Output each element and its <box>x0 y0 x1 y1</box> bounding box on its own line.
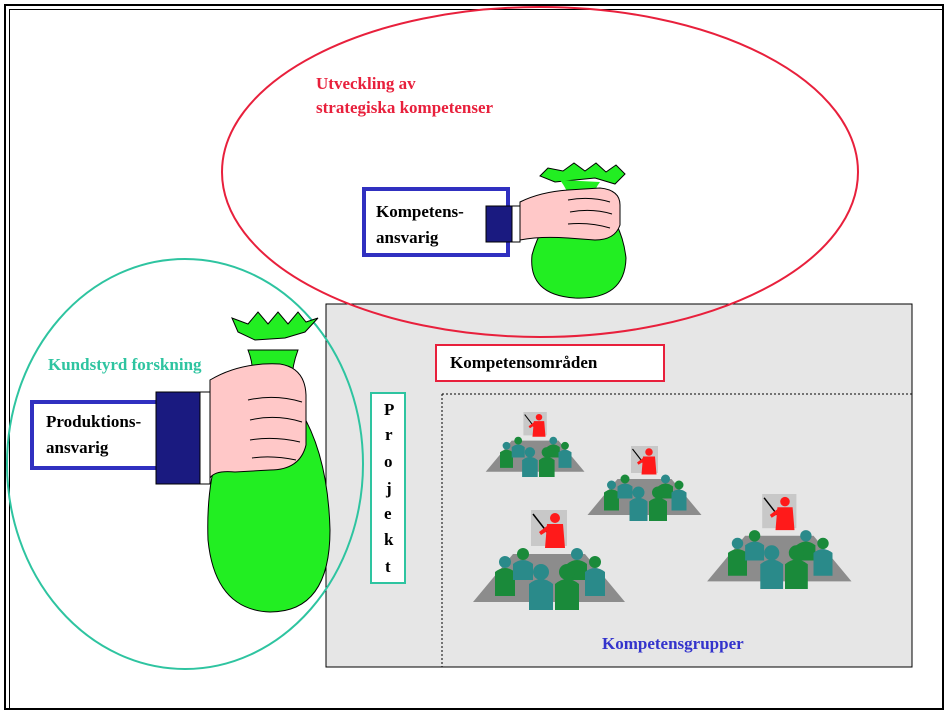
customer-research-label: Kundstyrd forskning <box>48 355 202 374</box>
competence-areas-label: Kompetensområden <box>450 353 598 372</box>
production-resp-line2: ansvarig <box>46 438 109 457</box>
project-letter: r <box>385 425 393 444</box>
outer-frame <box>4 4 944 710</box>
project-box <box>370 392 406 584</box>
competence-resp-line1: Kompetens- <box>376 202 464 221</box>
project-letter: e <box>384 504 392 523</box>
project-letter: P <box>384 400 395 419</box>
production-resp-line1: Produktions- <box>46 412 142 431</box>
project-letter: o <box>384 452 393 471</box>
hand-icon <box>155 363 307 485</box>
project-letter: t <box>385 557 391 576</box>
hand-icon <box>485 187 621 243</box>
project-letter: k <box>384 530 394 549</box>
competence-resp-line2: ansvarig <box>376 228 439 247</box>
project-letter: j <box>386 479 392 498</box>
competence-areas-box <box>435 344 665 382</box>
strategic-ellipse <box>221 6 859 338</box>
strategic-label-line2: strategiska kompetenser <box>316 98 494 117</box>
customer-ellipse <box>6 258 364 670</box>
strategic-label-line1: Utveckling av <box>316 74 416 93</box>
competence-groups-label: Kompetensgrupper <box>602 634 744 653</box>
